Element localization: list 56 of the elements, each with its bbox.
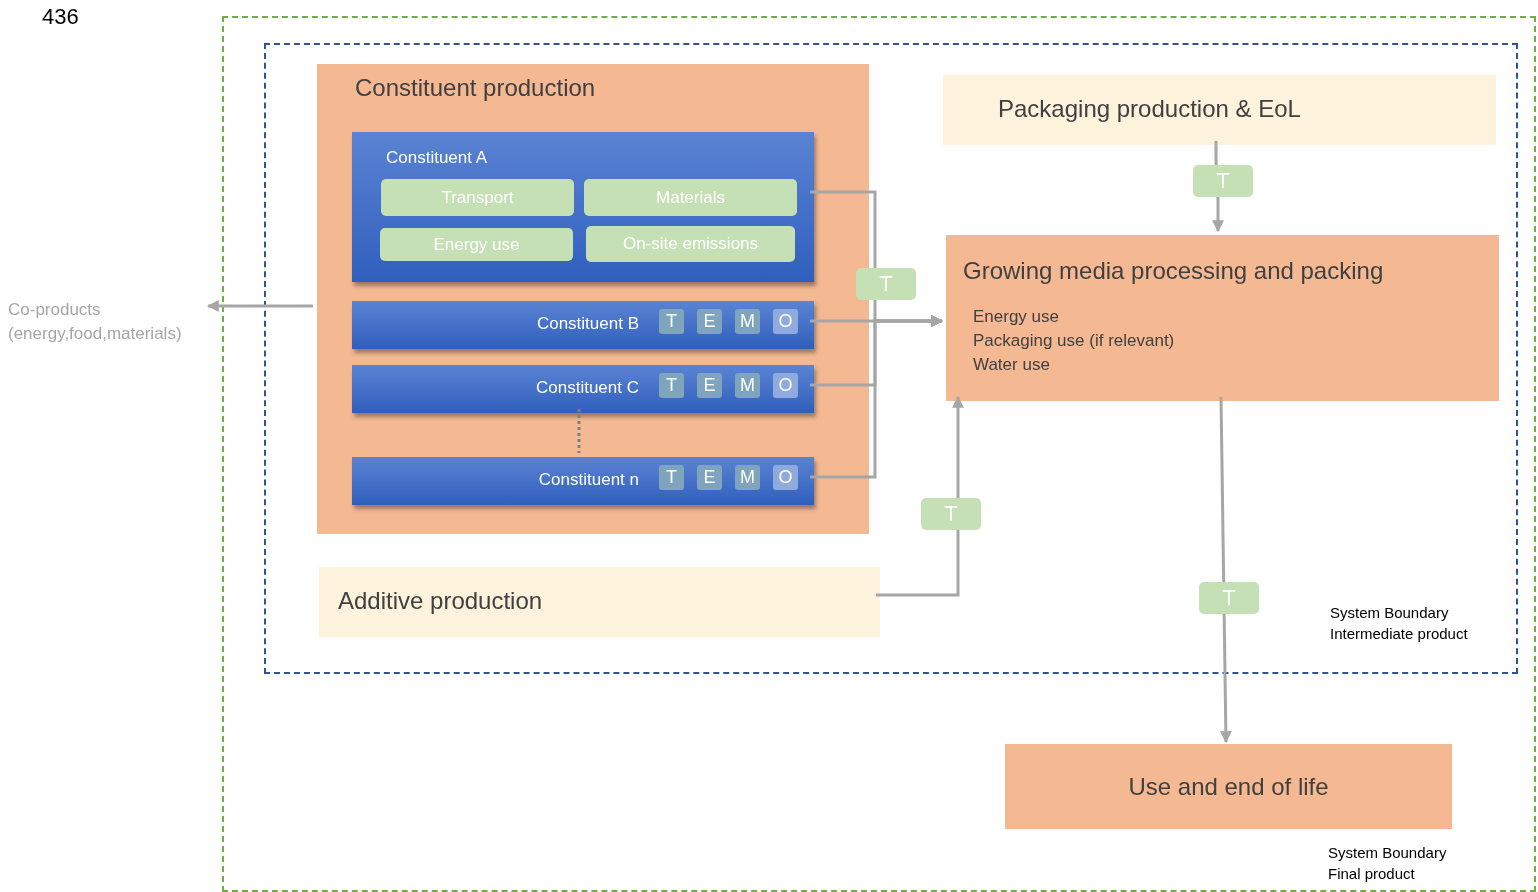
page-number: 436 [42,4,79,30]
node-label: Transport [441,187,514,208]
system-boundary [222,16,1536,892]
node-title: Additive production [338,587,543,615]
letter-tag: E [697,373,722,398]
process-chip [381,179,574,216]
arrow [876,395,964,597]
process-box [943,75,1496,145]
system-boundary [264,43,1518,674]
letter-tag: T [659,309,684,334]
letter-tag: O [773,309,798,334]
node-label: Constituent B [536,314,639,334]
letter-tag: E [697,465,722,490]
process-box [946,235,1499,401]
process-chip [586,226,795,262]
dotted-connector [577,409,581,453]
node-title: Packaging production & EoL [998,95,1301,123]
letter-tag: M [735,373,760,398]
letter-tag: E [697,309,722,334]
constituent-panel [352,132,814,282]
edge-label: T [1199,582,1259,614]
arrow [810,315,944,479]
node-detail: Energy use [973,307,1059,327]
node-detail: Packaging use (if relevant) [973,331,1175,351]
process-chip [380,228,573,261]
letter-tag: T [659,465,684,490]
node-label: Materials [656,187,725,208]
letter-tag: M [735,465,760,490]
letter-tag: O [773,465,798,490]
node-label: Energy use [433,234,520,255]
constituent-panel [352,457,814,505]
edge-label: T [856,268,916,300]
constituent-panel [352,365,814,413]
edge-label: T [921,498,981,530]
node-label: Constituent n [538,470,639,490]
arrow [206,300,313,312]
arrow [1219,396,1232,744]
node-title: Constituent A [386,148,488,168]
process-box [1005,744,1452,829]
process-chip [584,179,797,216]
process-box [319,567,880,637]
edge-label: T [1193,165,1253,197]
process-box [317,64,869,534]
side-output-text: Co-products (energy,food,materials) [8,299,183,345]
node-title: Constituent production [355,74,596,102]
node-label: Use and end of life [1128,772,1329,801]
constituent-panel [352,301,814,349]
boundary-label: System Boundary Intermediate product [1330,603,1469,644]
node-label: On-site emissions [622,234,759,254]
node-detail: Water use [973,355,1050,375]
node-title: Growing media processing and packing [963,257,1384,285]
boundary-label: System Boundary Final product [1328,843,1448,884]
node-label: Constituent C [536,378,639,398]
letter-tag: M [735,309,760,334]
letter-tag: O [773,373,798,398]
letter-tag: T [659,373,684,398]
